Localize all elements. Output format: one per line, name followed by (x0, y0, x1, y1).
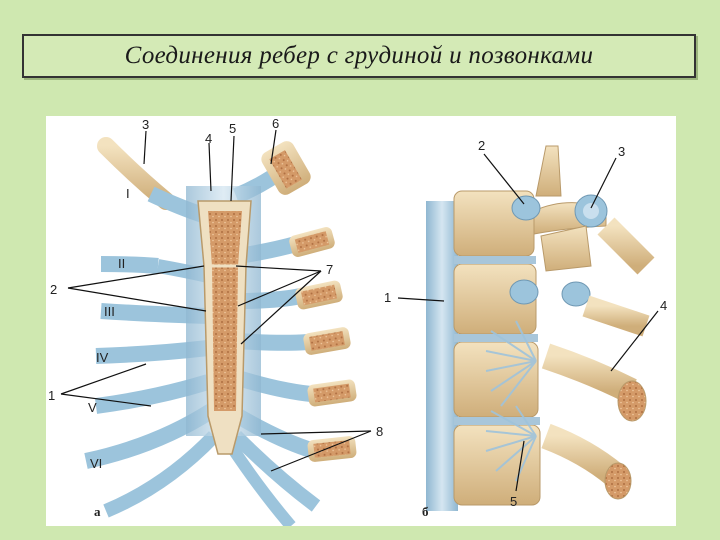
ribs-b (541, 217, 655, 500)
vertebral-processes (509, 145, 608, 307)
slide-title: Соединения ребер с грудиной и позвонками (124, 42, 594, 69)
label-b-5: 5 (510, 494, 517, 509)
label-a-5: 5 (229, 121, 236, 136)
label-rib-I: I (126, 186, 130, 201)
label-a-3: 3 (142, 117, 149, 132)
vertebral-bodies (453, 190, 541, 506)
sternum (197, 200, 252, 455)
label-a-6: 6 (272, 116, 279, 131)
panel-b: 2 3 1 4 5 б (384, 138, 667, 519)
label-rib-V: V (88, 400, 97, 415)
label-a-7: 7 (326, 262, 333, 277)
right-ribs (226, 141, 357, 526)
panel-a-labels: 3 4 5 6 2 7 1 8 I II III IV V VI а (48, 116, 383, 519)
label-b-4: 4 (660, 298, 667, 313)
label-b-1: 1 (384, 290, 391, 305)
panel-a: 3 4 5 6 2 7 1 8 I II III IV V VI а (48, 116, 383, 526)
panel-b-labels: 2 3 1 4 5 б (384, 138, 667, 519)
label-a-1: 1 (48, 388, 55, 403)
left-ribs (84, 137, 220, 518)
caption-a: а (94, 504, 101, 519)
label-rib-IV: IV (96, 350, 109, 365)
label-b-3: 3 (618, 144, 625, 159)
label-rib-II: II (118, 256, 125, 271)
label-a-8: 8 (376, 424, 383, 439)
label-rib-VI: VI (90, 456, 102, 471)
label-a-4: 4 (205, 131, 212, 146)
label-b-2: 2 (478, 138, 485, 153)
figure-svg: 3 4 5 6 2 7 1 8 I II III IV V VI а (48, 116, 667, 526)
longitudinal-ligament (426, 201, 458, 511)
panel-b-leaders (397, 153, 659, 492)
title-box: Соединения ребер с грудиной и позвонками (22, 34, 696, 78)
label-rib-III: III (104, 304, 115, 319)
caption-b: б (422, 504, 429, 519)
anatomy-figure: 3 4 5 6 2 7 1 8 I II III IV V VI а (46, 116, 676, 526)
label-a-2: 2 (50, 282, 57, 297)
panel-a-leaders (60, 129, 372, 472)
radiate-ligaments (485, 320, 537, 482)
